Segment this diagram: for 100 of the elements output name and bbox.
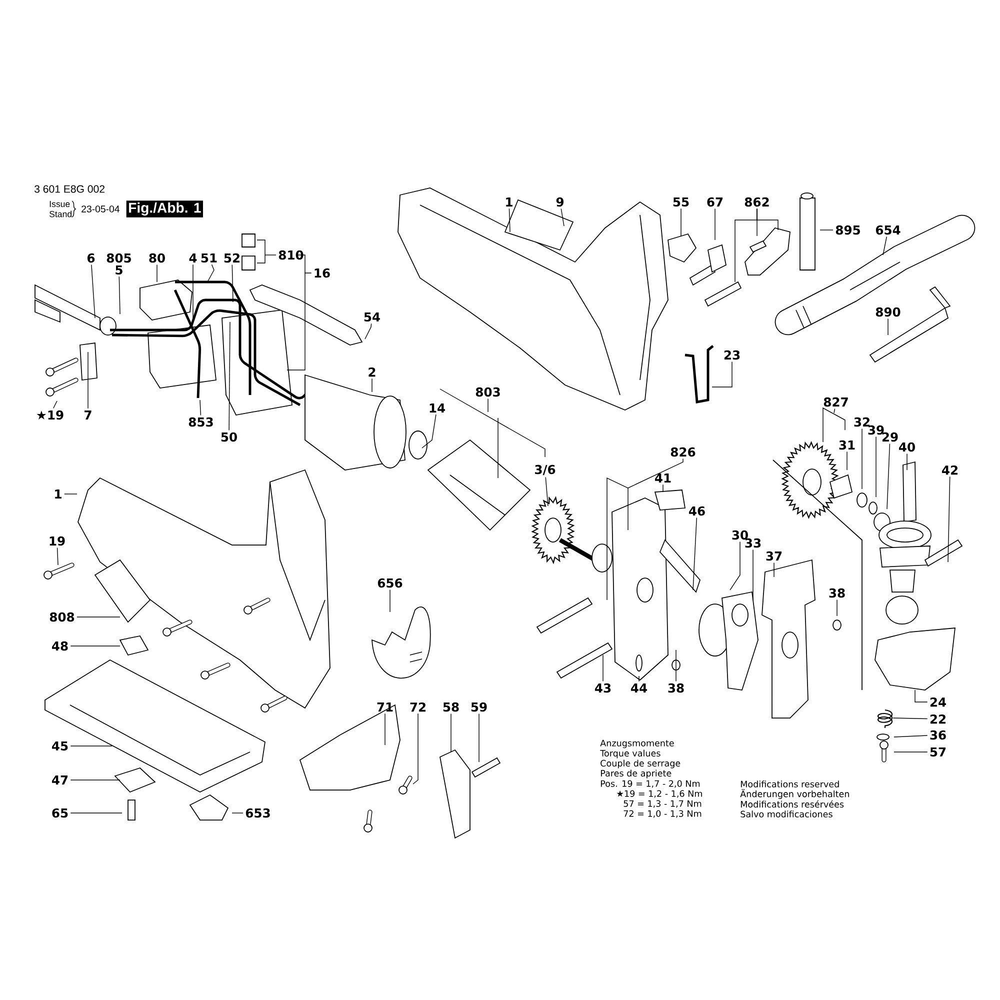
leader-line <box>232 812 244 814</box>
callout-number: 656 <box>378 578 402 588</box>
leader-line <box>450 713 452 752</box>
part-number: 3 601 E8G 002 <box>34 185 104 193</box>
callout-number: 59 <box>471 702 487 712</box>
callout-number: ★19 <box>36 410 64 420</box>
callout-number: 1 <box>506 198 512 206</box>
callout-number: 30 <box>732 530 748 540</box>
leader-line <box>948 476 950 562</box>
callout-number: 55 <box>673 197 689 207</box>
callout-number: 22 <box>930 714 946 724</box>
issue-label: Issue <box>50 200 70 208</box>
leader-line <box>53 400 58 409</box>
leader-line <box>422 414 436 448</box>
callout-number: 51 <box>201 253 217 263</box>
callout-number: 42 <box>942 465 958 475</box>
issue-label: Stand <box>50 210 72 218</box>
torque-note: ★19 = 1,2 - 1,6 Nm <box>616 790 702 798</box>
callout-number: 48 <box>52 641 68 651</box>
leader-line <box>894 735 928 738</box>
callout-number: 44 <box>631 684 647 692</box>
leader-line <box>508 208 510 232</box>
modification-note: Modifications reserved <box>740 780 839 788</box>
callout-number: 38 <box>668 683 684 693</box>
leader-line <box>892 718 928 720</box>
leader-line <box>846 451 848 470</box>
leader-line <box>756 208 778 230</box>
leader-line <box>192 264 194 322</box>
callout-number: 57 <box>930 747 946 757</box>
callout-number: 5 <box>116 265 122 275</box>
callout-number: 890 <box>876 307 900 317</box>
leader-line <box>118 276 120 314</box>
callout-number: 24 <box>930 697 946 707</box>
leader-line <box>714 208 716 240</box>
callout-number: 38 <box>829 588 845 598</box>
callout-number: 862 <box>744 197 769 207</box>
leader-line <box>836 599 838 616</box>
callout-number: 47 <box>52 776 68 784</box>
torque-note: Pos. 19 = 1,7 - 2,0 Nm <box>600 780 700 788</box>
torque-note: Pares de apriete <box>600 770 672 778</box>
callout-number: 45 <box>52 741 68 751</box>
leader-line <box>692 517 698 590</box>
leader-line <box>91 264 96 318</box>
leader-line <box>906 453 908 470</box>
callout-number: 6 <box>88 253 95 263</box>
leader-line <box>200 400 202 416</box>
callout-number: 7 <box>84 410 92 420</box>
date: 23-05-04 <box>82 206 120 212</box>
callout-number: 808 <box>50 612 74 622</box>
callout-number: 853 <box>188 417 213 427</box>
leader-line <box>286 272 312 370</box>
callout-number: 4 <box>189 254 197 262</box>
leader-line <box>364 323 372 340</box>
callout-number: 19 <box>50 536 65 546</box>
leader-line <box>602 654 604 682</box>
callout-number: 895 <box>836 225 860 235</box>
callout-number: 39 <box>868 425 884 435</box>
figure-tag: Fig./Abb. 1 <box>126 200 203 218</box>
callout-number: 72 <box>410 702 426 712</box>
leader-line <box>882 236 888 256</box>
leader-line <box>834 408 836 414</box>
callout-number: 54 <box>364 312 380 322</box>
callout-number: 50 <box>221 432 237 442</box>
leader-line <box>412 713 418 784</box>
callout-number: 805 <box>106 253 131 263</box>
callout-number: 1 <box>55 490 62 498</box>
leader-line <box>662 484 664 492</box>
leader-line <box>628 458 684 530</box>
callout-number: 58 <box>443 702 459 712</box>
modification-note: Änderungen vorbehalten <box>740 789 849 799</box>
leader-line <box>232 264 234 302</box>
modification-note: Salvo modificaciones <box>740 810 832 818</box>
callout-number: 32 <box>854 417 870 427</box>
callout-number: 33 <box>745 538 761 548</box>
callout-number: 14 <box>430 404 445 412</box>
leader-line <box>886 443 890 510</box>
callout-number: 827 <box>824 397 848 407</box>
torque-note: Torque values <box>600 750 660 758</box>
modification-note: Modifications resérvées <box>740 800 844 808</box>
callout-number: 71 <box>377 702 393 712</box>
torque-note: Anzugsmomente <box>600 740 674 748</box>
leader-line <box>680 208 682 236</box>
callout-number: 36 <box>930 730 946 740</box>
callout-number: 67 <box>707 197 723 207</box>
callout-number: 803 <box>476 387 500 397</box>
callout-number: 40 <box>899 442 915 452</box>
callout-number: 16 <box>314 268 330 278</box>
callout-number: 65 <box>52 808 68 818</box>
leader-line <box>638 676 640 682</box>
leader-line <box>264 254 276 256</box>
callout-number: 23 <box>724 350 740 360</box>
callout-number: 52 <box>224 253 240 263</box>
leader-line <box>478 713 480 762</box>
callout-number: 826 <box>670 447 696 457</box>
leader-line <box>712 361 732 388</box>
leader-line <box>914 690 928 702</box>
callout-number: 9 <box>556 197 564 207</box>
torque-note: 72 = 1,0 - 1,3 Nm <box>624 810 702 818</box>
leader-line <box>208 264 214 282</box>
callout-number: 31 <box>839 440 855 450</box>
